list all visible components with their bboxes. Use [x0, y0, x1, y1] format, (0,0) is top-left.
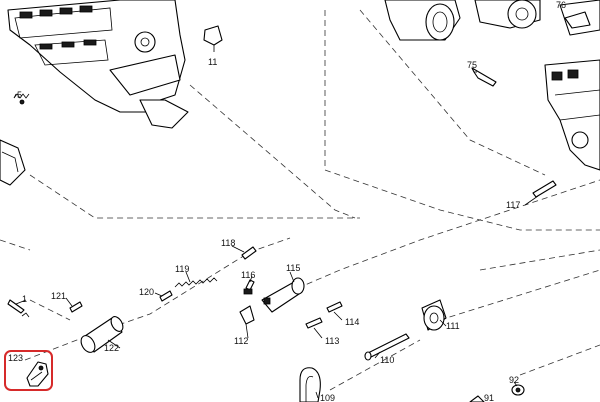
label-122: 122	[104, 343, 119, 353]
pin-118	[241, 246, 257, 260]
label-92: 92	[509, 375, 519, 385]
label-11: 11	[208, 57, 217, 67]
handguard-assembly	[7, 0, 189, 129]
part-112	[239, 305, 255, 325]
pin-117	[532, 180, 557, 198]
receiver-right	[544, 0, 600, 171]
label-120: 120	[139, 287, 154, 297]
leader-lines	[13, 45, 539, 399]
plunger-122	[80, 316, 124, 353]
pin-120	[159, 290, 173, 302]
label-121: 121	[51, 291, 66, 301]
sling-ring-109	[299, 367, 321, 402]
pin-114	[326, 301, 343, 313]
trigger-115	[261, 277, 305, 313]
label-5: 5	[17, 90, 22, 100]
label-110: 110	[380, 355, 394, 365]
label-75: 75	[467, 60, 477, 70]
label-76: 76	[556, 0, 566, 10]
pin-113	[305, 317, 323, 329]
clip-11	[203, 25, 223, 46]
label-118: 118	[221, 238, 235, 248]
pin-121	[69, 301, 83, 313]
label-1: 1	[22, 294, 27, 304]
highlight-box-123	[4, 350, 53, 391]
spring-119	[174, 277, 218, 288]
label-117: 117	[506, 200, 520, 210]
label-114: 114	[345, 317, 359, 327]
part-91	[469, 395, 485, 402]
label-115: 115	[286, 263, 300, 273]
small-parts	[7, 25, 557, 402]
hex-key-75	[471, 67, 497, 87]
assembly-lines	[0, 9, 600, 391]
barrel-parts	[384, 0, 541, 41]
label-91: 91	[484, 393, 494, 402]
label-111: 111	[446, 321, 460, 331]
lever-123	[26, 361, 49, 387]
label-119: 119	[175, 264, 189, 274]
label-109: 109	[320, 393, 335, 402]
label-113: 113	[325, 336, 339, 346]
part-labels: 5 11 75 76 117 118 119 116 115 120 121 1…	[8, 0, 566, 402]
pin-1	[7, 299, 25, 314]
spring-5	[13, 93, 30, 99]
label-116: 116	[241, 270, 255, 280]
part-111	[421, 299, 447, 331]
receiver-left-fragment	[0, 139, 26, 186]
label-123: 123	[8, 353, 23, 363]
label-112: 112	[234, 336, 248, 346]
